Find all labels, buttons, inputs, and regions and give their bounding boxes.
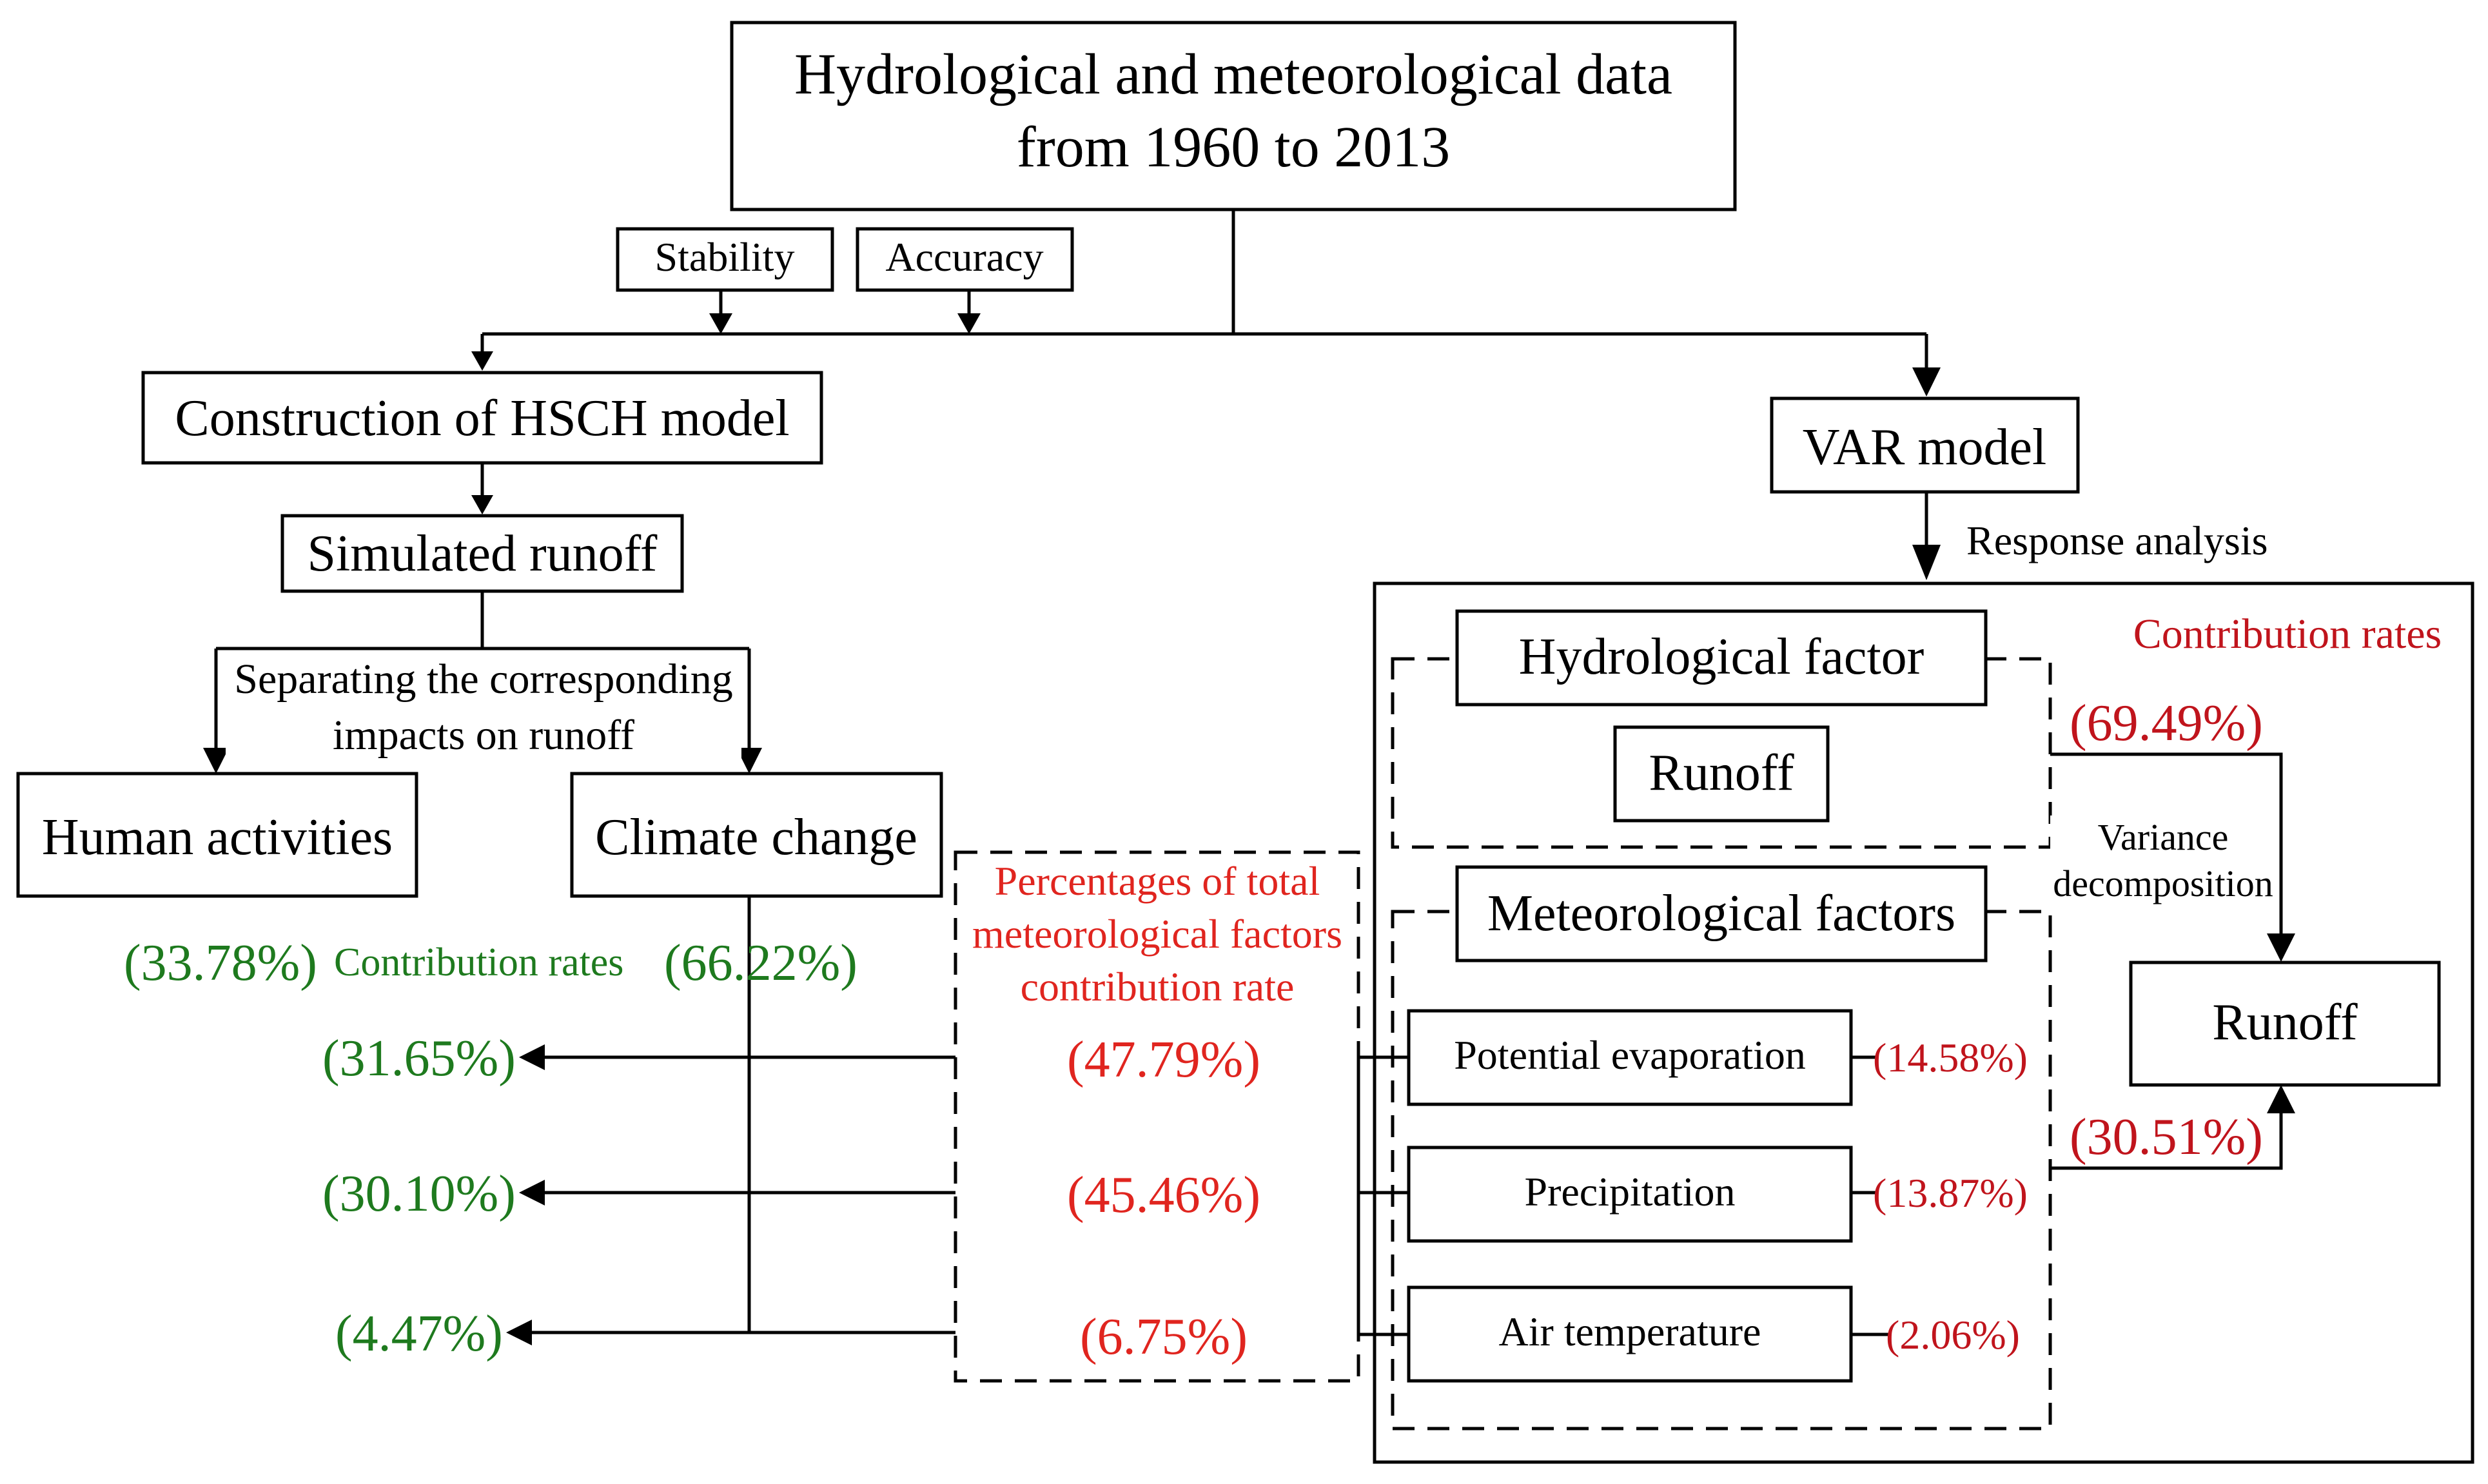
human-box: [16, 772, 418, 898]
separating-text-bg: [226, 651, 741, 761]
runoff-output-label: Runoff: [2212, 994, 2358, 1051]
left-contribution-label: Contribution rates: [334, 941, 623, 984]
runoff-output-box: [2129, 961, 2441, 1087]
hsch-label: Construction of HSCH model: [175, 390, 789, 447]
variance-line2: decomposition: [2053, 863, 2273, 904]
factor-box-temperature: [1407, 1285, 1853, 1383]
var-label: VAR model: [1803, 419, 2047, 476]
separating-line2: impacts on runoff: [333, 712, 634, 759]
simulated-arrowhead: [471, 495, 493, 514]
climate-arrowhead: [736, 748, 762, 774]
green-arrowhead-1: [519, 1044, 545, 1070]
right-contribution-label: Contribution rates: [2133, 610, 2442, 658]
runoff-inner-label: Runoff: [1649, 745, 1794, 801]
top-title-line2: from 1960 to 2013: [1017, 115, 1450, 179]
hsch-box: [141, 371, 823, 465]
meteo-rate: (30.51%): [2070, 1109, 2263, 1166]
var-arrowhead: [1912, 367, 1941, 396]
pct-value-bg-3: [1057, 1302, 1270, 1363]
percentages-title-line1: Percentages of total: [995, 858, 1320, 904]
simulated-label: Simulated runoff: [308, 525, 658, 582]
factor-label-temperature: Air temperature: [1499, 1309, 1761, 1354]
right-outer-frame: [1373, 581, 2474, 1464]
meteo-factors-box: [1455, 865, 1988, 962]
climate-label: Climate change: [595, 809, 917, 866]
pct-value-2: (45.46%): [1067, 1167, 1260, 1224]
runoff-inner-box: [1613, 725, 1830, 823]
human-label: Human activities: [42, 809, 393, 866]
response-arrowhead: [1912, 545, 1941, 580]
top-box: [730, 21, 1737, 211]
factor-rate-3: (2.06%): [1886, 1312, 2020, 1358]
accuracy-arrowhead: [957, 313, 981, 334]
climate-box: [570, 772, 943, 898]
factor-rate-1: (14.58%): [1873, 1035, 2028, 1080]
stability-box: [616, 227, 834, 292]
factor-label-precipitation: Precipitation: [1524, 1169, 1735, 1215]
green-arrowhead-2: [519, 1180, 545, 1206]
hydro-rate: (69.49%): [2070, 695, 2263, 752]
accuracy-label: Accuracy: [885, 234, 1043, 280]
green-value-1: (31.65%): [322, 1030, 516, 1087]
climate-rate: (66.22%): [664, 935, 857, 991]
human-arrowhead: [203, 748, 229, 774]
stability-arrowhead: [709, 313, 732, 334]
green-value-2: (30.10%): [322, 1166, 516, 1222]
percentages-title-line3: contribution rate: [1021, 964, 1295, 1010]
hydro-factor-box: [1455, 609, 1988, 707]
hydro-factor-label: Hydrological factor: [1519, 629, 1925, 685]
separating-line1: Separating the corresponding: [234, 656, 732, 703]
green-value-3: (4.47%): [335, 1305, 503, 1362]
percentages-title-line2: meteorological factors: [972, 911, 1342, 957]
human-rate: (33.78%): [124, 935, 317, 991]
green-arrowhead-3: [506, 1320, 532, 1345]
meteo-rate-path: [2050, 1112, 2283, 1170]
percentages-text-bg: [958, 854, 1356, 1015]
top-title-line1: Hydrological and meteorological data: [794, 43, 1672, 106]
response-label: Response analysis: [1966, 518, 2268, 563]
factor-label-evaporation: Potential evaporation: [1454, 1032, 1806, 1078]
pct-value-3: (6.75%): [1080, 1309, 1248, 1365]
factor-rate-2: (13.87%): [1873, 1170, 2028, 1216]
simulated-box: [280, 514, 684, 593]
accuracy-box: [856, 227, 1074, 292]
hydro-rate-path: [2050, 752, 2283, 935]
pct-value-bg-1: [1057, 1025, 1270, 1086]
meteo-factors-label: Meteorological factors: [1487, 885, 1955, 942]
pct-value-1: (47.79%): [1067, 1031, 1260, 1088]
stability-label: Stability: [655, 234, 795, 280]
hsch-arrowhead: [471, 351, 493, 371]
hydro-rate-arrowhead: [2267, 933, 2295, 962]
pct-value-bg-2: [1057, 1160, 1270, 1222]
factor-box-evaporation: [1407, 1009, 1853, 1106]
variance-line1: Variance: [2098, 816, 2229, 858]
variance-text-bg: [2050, 815, 2279, 903]
meteo-rate-arrowhead: [2267, 1085, 2295, 1113]
